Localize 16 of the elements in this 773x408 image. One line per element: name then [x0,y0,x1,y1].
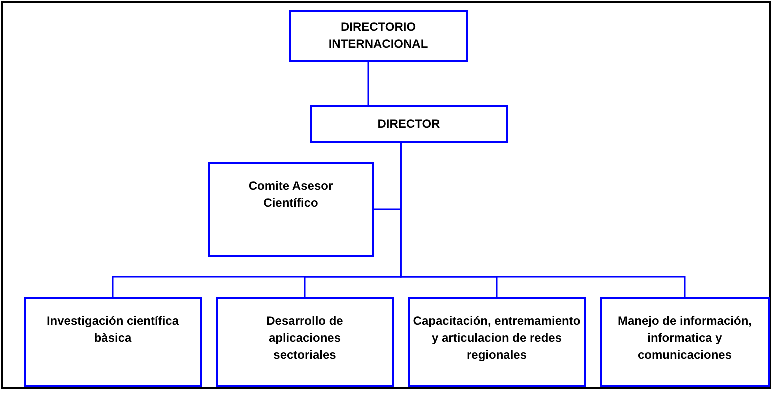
connector-line [368,62,370,105]
box-label: DIRECTOR [378,116,440,132]
connector-line [400,143,686,297]
org-box [216,297,394,387]
org-box [600,297,770,387]
box-label: Desarrollo de aplicaciones sectoriales [266,313,344,364]
box-label: Manejo de información, informatica y comunicaciones [616,313,753,364]
box-label: Investigación científica bàsica [46,313,180,347]
org-box [408,297,586,387]
box-label: Comite Asesor Científico [248,178,334,212]
org-box [310,105,508,143]
org-box [208,162,374,257]
box-label: Capacitación, entremamiento y articulacion de redes regionales [412,313,582,364]
box-label: DIRECTORIO INTERNACIONAL [328,19,430,53]
org-box [24,297,202,387]
org-box [289,10,468,62]
